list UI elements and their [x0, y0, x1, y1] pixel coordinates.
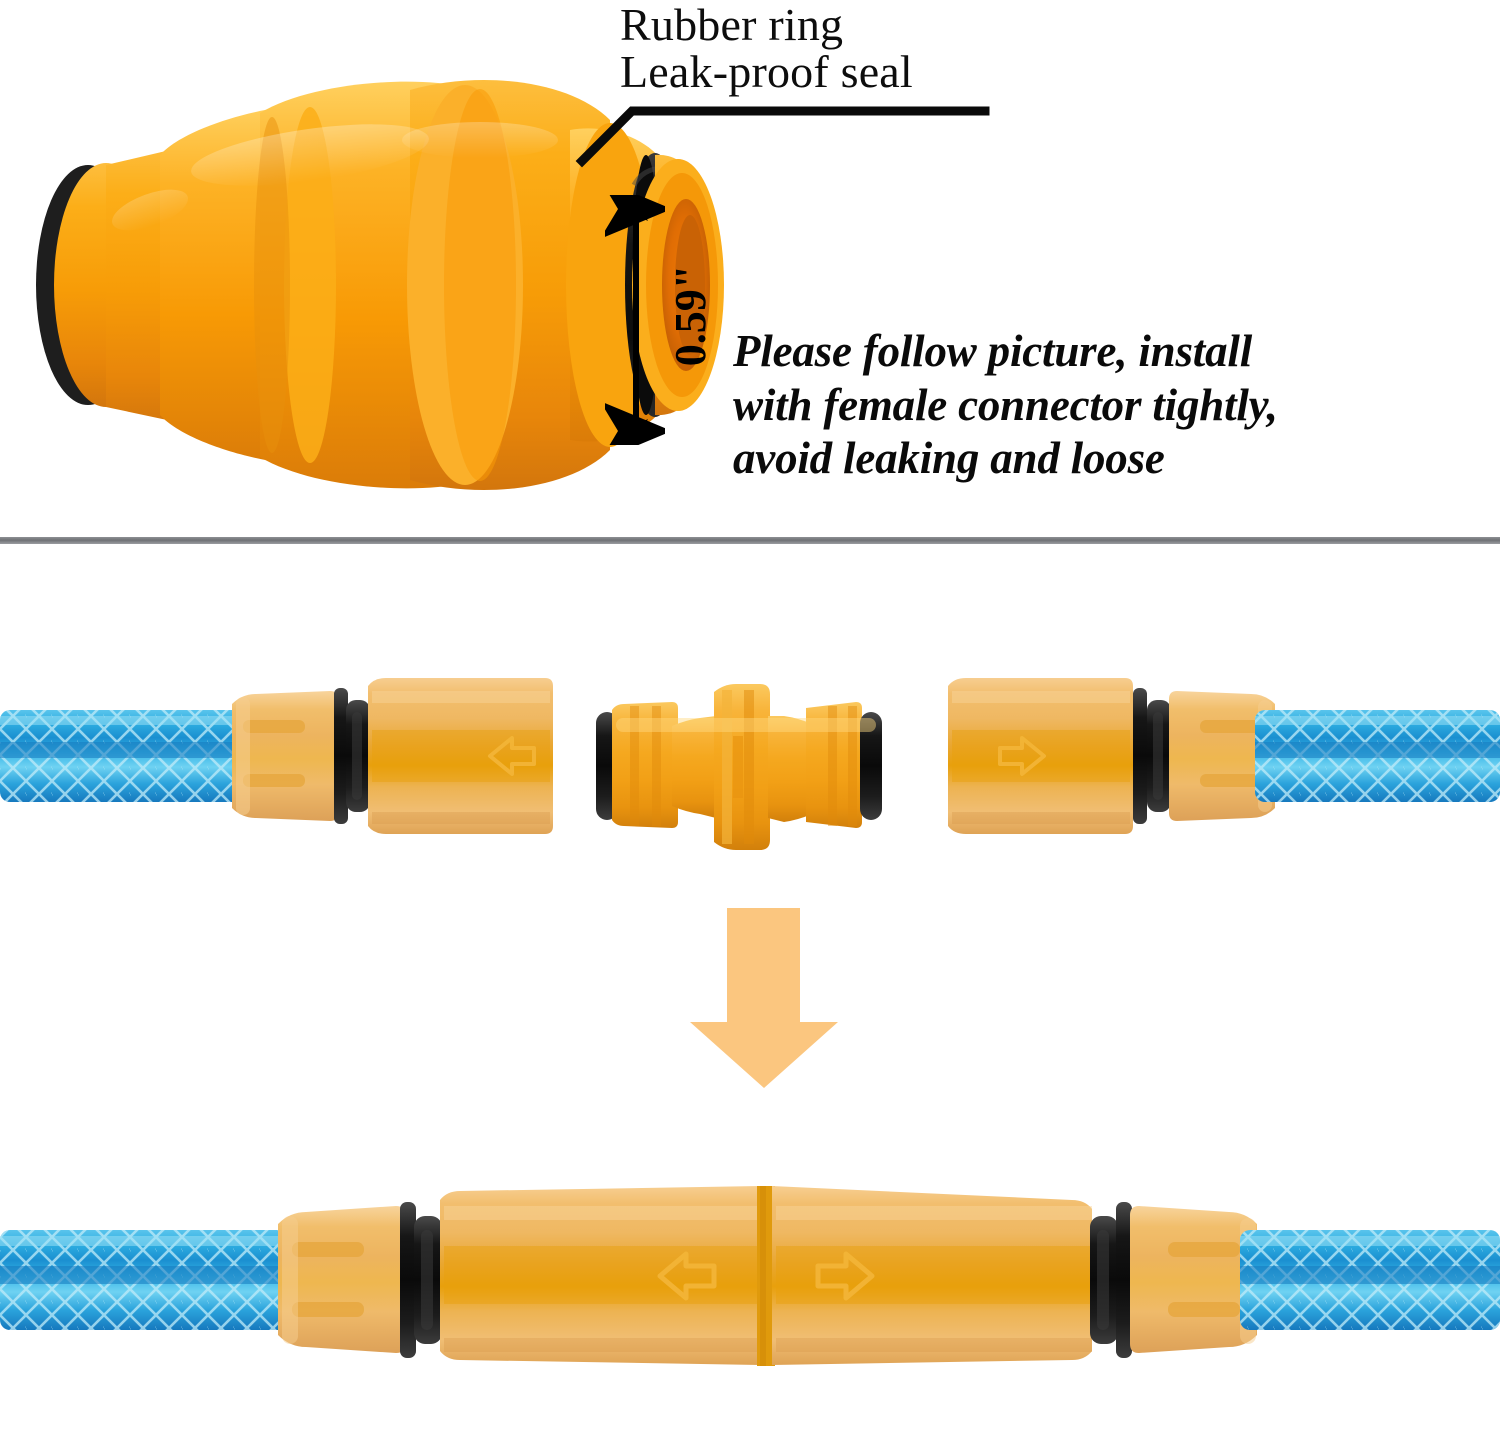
left-female-quick-connector	[232, 678, 553, 834]
bottom-section-assembled-view	[0, 1120, 1500, 1439]
callout-line-2: Leak-proof seal	[620, 45, 913, 97]
left-black-ring	[400, 1202, 442, 1358]
flow-arrow-right-icon-assembled	[815, 1251, 875, 1301]
flow-arrow-left-icon-assembled	[657, 1251, 717, 1301]
right-hose	[1255, 710, 1500, 802]
left-collar	[278, 1206, 405, 1353]
flow-arrow-left-icon	[488, 736, 536, 776]
right-black-ring	[1090, 1202, 1132, 1358]
assembled-coupling-diagram	[0, 1186, 1500, 1366]
dimension-arrow	[605, 195, 665, 445]
dimension-label: 0.59"	[666, 264, 716, 367]
callout-leader-line	[575, 106, 990, 168]
instruction-line-1: Please follow picture, install with	[733, 326, 1252, 430]
left-connector-body	[440, 1186, 760, 1365]
right-hose-assembled	[1240, 1230, 1500, 1330]
instruction-line-3: leaking and loose	[843, 433, 1165, 484]
flow-arrow-right-icon	[998, 736, 1046, 776]
double-male-adapter	[596, 684, 882, 850]
right-female-quick-connector	[948, 678, 1275, 834]
assembly-down-arrow	[690, 908, 838, 1088]
left-hose	[0, 710, 250, 802]
top-section: Rubber ring Leak-proof seal 0.59" Please…	[0, 0, 1500, 540]
right-connector-body	[772, 1186, 1092, 1365]
callout-line-1: Rubber ring	[620, 0, 844, 50]
instruction-text: Please follow picture, install with fema…	[733, 325, 1293, 486]
left-hose-assembled	[0, 1230, 300, 1330]
callout-label: Rubber ring Leak-proof seal	[620, 0, 1040, 97]
middle-section-exploded-view	[0, 560, 1500, 1120]
instruction-line-2: female connector tightly, avoid	[733, 379, 1278, 484]
section-divider	[0, 537, 1500, 544]
exploded-assembly-diagram	[0, 678, 1500, 1088]
right-collar	[1130, 1206, 1257, 1353]
center-seam	[757, 1186, 775, 1366]
